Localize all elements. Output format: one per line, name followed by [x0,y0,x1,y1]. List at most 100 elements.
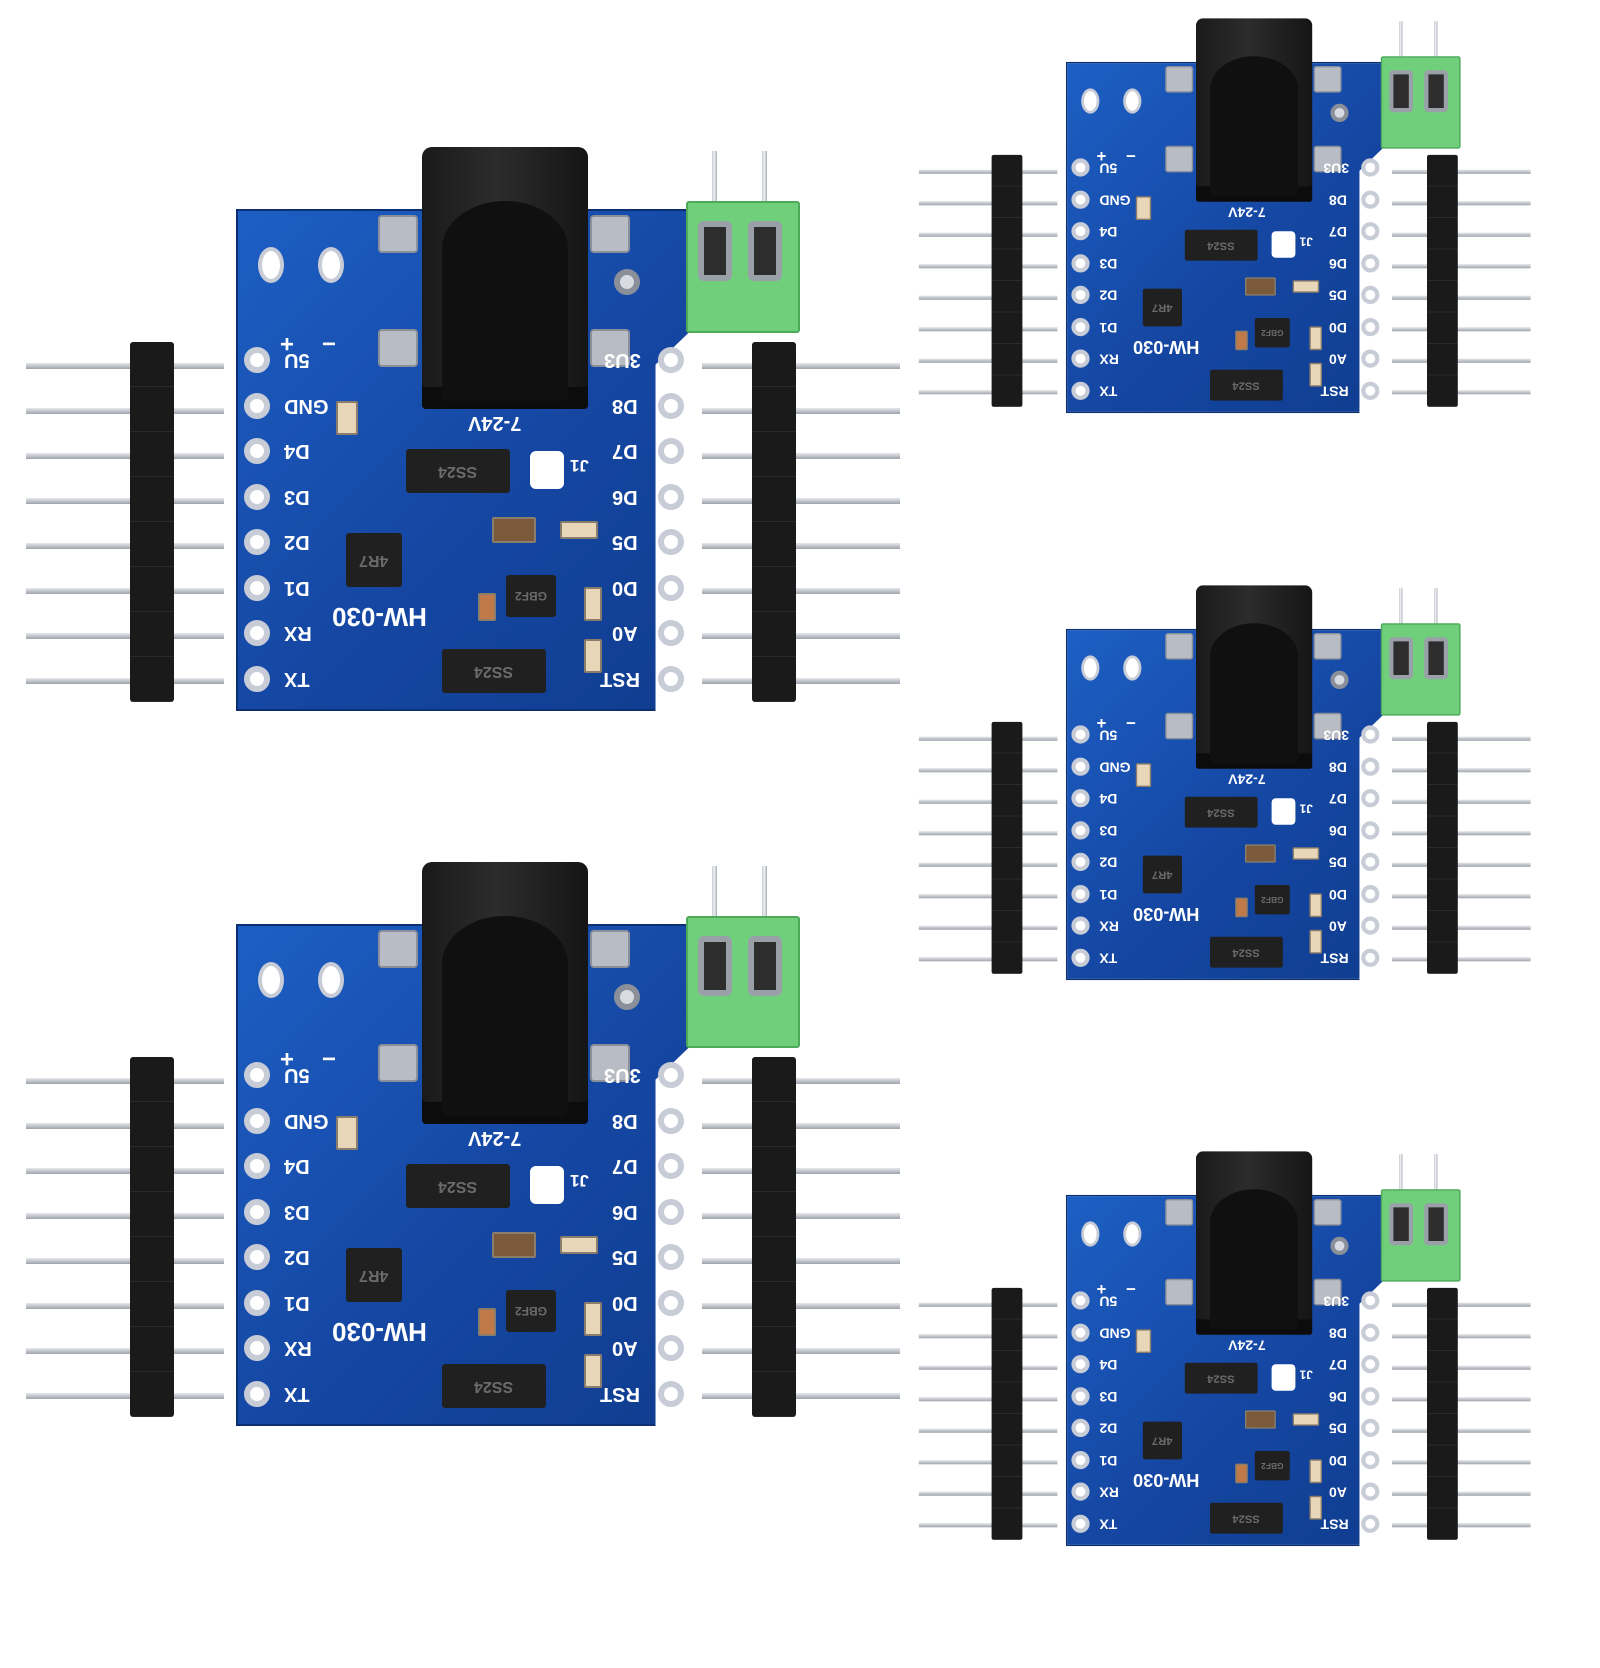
header-pin [702,1123,900,1129]
header-pin [1392,894,1531,899]
pin-label-right: D6 [612,486,638,508]
pin-pad [1361,725,1380,744]
pin-pad [1071,821,1090,840]
diode-ss24: SS24 [1184,229,1258,261]
pin-label-right: D8 [1329,192,1347,208]
pin-pad [1361,318,1380,337]
resistor [584,1354,602,1388]
pin-header-right [752,1057,796,1417]
pin-pad [1361,222,1380,241]
header-pin [26,1258,224,1264]
pin-pad [244,1108,270,1134]
voltage-label: 7-24V [468,412,522,434]
header-pin [1392,768,1531,773]
header-pin [918,1334,1058,1339]
pin-pad [1361,1291,1380,1310]
pin-pad [244,347,270,373]
pin-pad [1361,1514,1380,1533]
pin-pad [1361,757,1380,776]
pin-pad [1071,885,1090,904]
pin-pad [1361,1418,1380,1437]
minus-mark: − [1126,1279,1136,1299]
pin-label-right: RST [1320,950,1349,966]
pin-label-right: D5 [612,531,638,553]
hw030-module-kit: + − 7-24V SS24 SS24 4R7 GBF2 J1 HW-030 5… [916,584,1560,1102]
pin-label-right: 3U3 [1323,1292,1350,1309]
header-pin [918,232,1058,237]
pin-pad [244,1244,270,1270]
capacitor [336,401,358,435]
header-pin [1392,1428,1531,1433]
pin-pad [1071,254,1090,273]
terminal-pin [1434,21,1438,59]
jack-tab [1313,145,1342,173]
pin-label-right: RST [600,1383,640,1405]
header-pin [1392,1523,1531,1528]
jumper-label: J1 [570,456,589,475]
power-hole [1081,655,1100,681]
pin-pad [1071,1355,1090,1374]
jumper-pad [1271,1364,1296,1391]
capacitor [1135,1329,1152,1353]
pin-label-right: D7 [612,1155,638,1177]
power-hole [1123,1221,1142,1247]
pin-label-right: A0 [1329,1483,1347,1500]
pin-pad [1361,285,1380,304]
resistor [1292,280,1320,293]
pin-label-left: D4 [284,440,310,462]
pin-label-right: D8 [612,395,638,417]
pin-pad [1361,158,1380,177]
header-pin [918,925,1058,930]
header-pin [918,1523,1058,1528]
pin-pad [658,1290,684,1316]
pin-pad [658,484,684,510]
header-pin [1392,1397,1531,1402]
terminal-pin [1434,588,1438,626]
pin-label-left: RX [1099,350,1119,367]
diode-ss24: SS24 [1210,369,1283,401]
header-pin [26,1168,224,1174]
header-pin [26,633,224,639]
pin-label-right: D8 [1329,759,1347,775]
resistor [560,1236,598,1254]
terminal-pin [712,866,717,920]
terminal-screw [748,221,782,281]
pin-label-right: D5 [1329,287,1347,303]
resistor [584,639,602,673]
terminal-screw [698,221,732,281]
terminal-screw [1389,637,1413,680]
pin-label-left: D4 [1099,1356,1118,1372]
diode-ss24: SS24 [1184,796,1258,828]
capacitor [478,1308,496,1336]
pin-label-left: 5U [1099,726,1118,743]
power-hole [318,962,344,998]
inductor-4r7: 4R7 [1142,288,1182,327]
jack-tab [590,329,630,367]
pin-label-left: GND [284,1110,329,1132]
mount-hole [614,269,640,295]
pin-pad [1361,821,1380,840]
terminal-screw [1389,70,1413,113]
jack-tab [378,1044,418,1082]
resistor [1309,1459,1322,1484]
pin-pad [1361,916,1380,935]
pin-pad [244,575,270,601]
jack-opening [442,916,568,1116]
pin-pad [658,393,684,419]
header-pin [918,1397,1058,1402]
jumper-pad [530,1166,564,1204]
pin-pad [1071,1387,1090,1406]
header-pin [26,1393,224,1399]
pin-label-left: TX [1099,1516,1118,1532]
pin-label-right: A0 [612,622,638,644]
terminal-screw [748,936,782,996]
header-pin [26,363,224,369]
mount-hole [1330,1236,1349,1255]
terminal-screw [1424,1203,1448,1246]
header-pin [702,408,900,414]
pin-label-left: D2 [284,1246,310,1268]
pin-label-right: RST [1320,383,1349,399]
header-pin [918,1302,1058,1307]
header-pin [1392,1365,1531,1370]
terminal-pin [1399,588,1403,626]
